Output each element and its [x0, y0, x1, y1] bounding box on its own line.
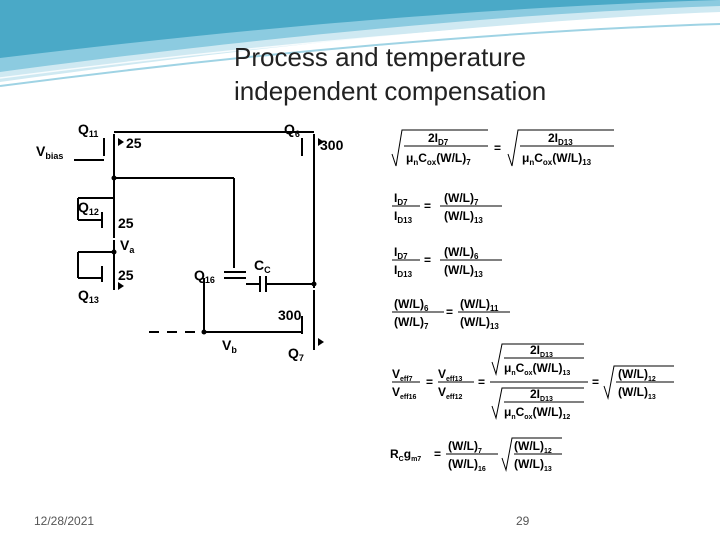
eq6-equals: = [434, 447, 441, 461]
eq2-equals: = [424, 199, 431, 213]
swoosh-line [0, 23, 720, 87]
q13-label: Q13 [78, 287, 99, 305]
eq5-sqrt-bot-den: μnCox(W/L)12 [504, 405, 570, 421]
eq3-lhs-num: ID7 [394, 245, 408, 261]
q6-label: Q6 [284, 121, 300, 139]
swoosh-line-2 [0, 15, 720, 79]
eq6-sqrt-num: (W/L)12 [514, 439, 552, 455]
eq1-right-num: 2ID13 [548, 131, 573, 147]
equation-panel: 2ID7 μnCox(W/L)7 = 2ID13 μnCox(W/L)13 ID… [390, 129, 674, 473]
equation-3: ID7 ID13 = (W/L)6 (W/L)13 [392, 245, 502, 279]
eq3-rhs-num: (W/L)6 [444, 245, 479, 261]
junction-dot-1 [111, 175, 117, 181]
q12-label: Q12 [78, 199, 99, 217]
vb-label: Vb [222, 337, 237, 355]
va-label: Va [120, 237, 135, 255]
eq5-sqrt-bot [491, 387, 584, 420]
junction-dot-3 [311, 281, 317, 287]
title-line-2: independent compensation [234, 76, 547, 106]
slide-date: 12/28/2021 [34, 514, 95, 528]
vbias-label: Vbias [36, 143, 63, 161]
q13-arrow [118, 282, 124, 290]
equation-4: (W/L)6 (W/L)7 = (W/L)11 (W/L)13 [392, 297, 510, 331]
eq6-lhs: RCgm7 [390, 447, 421, 463]
title-line-1: Process and temperature [234, 42, 526, 72]
q12-ratio: 25 [118, 215, 134, 231]
q7-label: Q7 [288, 345, 304, 363]
eq5-sqrt-top-num: 2ID13 [530, 343, 553, 359]
eq6-frac-den: (W/L)16 [448, 457, 486, 473]
eq4-lhs-den: (W/L)7 [394, 315, 429, 331]
eq2-lhs-den: ID13 [394, 209, 413, 225]
q11-label: Q11 [78, 121, 98, 139]
eq5-lhs-den: Veff16 [392, 385, 416, 401]
slide-title: Process and temperature independent comp… [234, 40, 694, 108]
q11-arrow [118, 138, 124, 146]
eq5-sqrt-bot-num: 2ID13 [530, 387, 553, 403]
equation-6: RCgm7 = (W/L)7 (W/L)16 (W/L)12 (W/L)13 [390, 437, 562, 473]
eq1-right-den: μnCox(W/L)13 [522, 151, 592, 167]
eq5-lhs-num: Veff7 [392, 367, 413, 383]
eq1-sqrt-left [391, 129, 488, 167]
eq5-equals-2: = [478, 375, 485, 389]
eq2-rhs-num: (W/L)7 [444, 191, 479, 207]
eq4-rhs-num: (W/L)11 [460, 297, 499, 313]
eq5-sqrt-top-den: μnCox(W/L)13 [504, 361, 570, 377]
equation-5: Veff7 Veff16 = Veff13 Veff12 = 2ID13 μnC… [392, 343, 674, 421]
eq3-equals: = [424, 253, 431, 267]
q6-arrow [318, 138, 324, 146]
circuit-schematic: Q11 25 Vbias Q6 300 Q12 25 Va 25 Q13 Q16… [36, 121, 344, 363]
eq2-lhs-num: ID7 [394, 191, 408, 207]
eq5-right-den: (W/L)13 [618, 385, 656, 401]
eq6-sqrt-den: (W/L)13 [514, 457, 552, 473]
eq5-equals-3: = [592, 375, 599, 389]
header-swoosh [0, 0, 720, 87]
eq4-rhs-den: (W/L)13 [460, 315, 499, 331]
eq4-lhs-num: (W/L)6 [394, 297, 429, 313]
eq1-equals: = [494, 141, 501, 155]
eq5-mid-num: Veff13 [438, 367, 462, 383]
eq5-sqrt-right [603, 365, 674, 400]
eq6-frac-num: (W/L)7 [448, 439, 482, 455]
slide-page-number: 29 [516, 514, 530, 528]
eq3-lhs-den: ID13 [394, 263, 413, 279]
junction-dot-2 [111, 249, 117, 255]
q13-ratio: 25 [118, 267, 134, 283]
q11-ratio: 25 [126, 135, 142, 151]
eq6-sqrt [501, 437, 562, 472]
eq5-sqrt-top [491, 343, 584, 376]
equation-1: 2ID7 μnCox(W/L)7 = 2ID13 μnCox(W/L)13 [391, 129, 614, 167]
eq1-left-num: 2ID7 [428, 131, 449, 147]
cc-label: CC [254, 257, 271, 275]
eq4-equals: = [446, 305, 453, 319]
eq1-sqrt-right [507, 129, 614, 167]
swoosh-band-dark [0, 0, 720, 58]
eq1-left-den: μnCox(W/L)7 [406, 151, 471, 167]
eq5-equals-1: = [426, 375, 433, 389]
eq5-mid-den: Veff12 [438, 385, 462, 401]
equation-2: ID7 ID13 = (W/L)7 (W/L)13 [392, 191, 502, 225]
eq3-rhs-den: (W/L)13 [444, 263, 483, 279]
q7-ratio: 300 [278, 307, 302, 323]
eq2-rhs-den: (W/L)13 [444, 209, 483, 225]
junction-dot-4 [201, 329, 207, 335]
q7-arrow [318, 338, 324, 346]
eq5-right-num: (W/L)12 [618, 367, 656, 383]
q6-ratio: 300 [320, 137, 344, 153]
q16-label: Q16 [194, 267, 215, 285]
